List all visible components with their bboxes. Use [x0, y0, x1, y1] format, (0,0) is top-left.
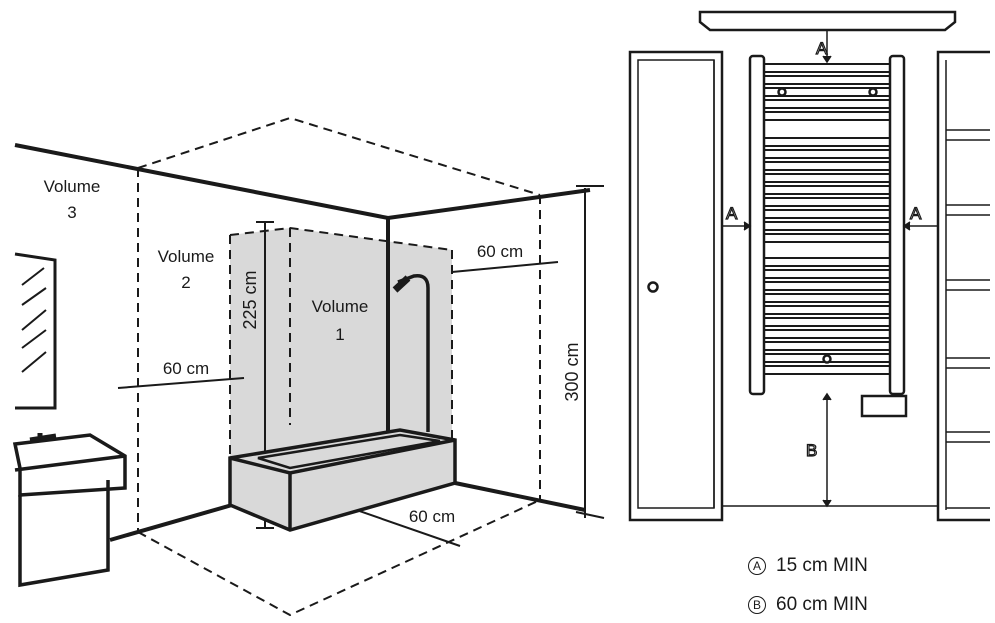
volume-1-label: Volume: [312, 297, 369, 316]
volume-3-label: Volume: [44, 177, 101, 196]
legend-letter-a-icon: A: [748, 557, 766, 575]
shower-head-icon: [392, 274, 430, 432]
legend-item-b: B 60 cm MIN: [748, 594, 868, 616]
dimension-60-left: [117, 377, 245, 389]
bathtub: [228, 428, 457, 532]
wall-line: [14, 143, 591, 221]
volume-2-number: 2: [181, 273, 190, 292]
radiator-labels: A A A B: [725, 38, 922, 460]
volume-1-number: 1: [335, 325, 344, 344]
right-cabinet: [936, 50, 990, 522]
shelf: [698, 10, 957, 32]
floor-line-right: [454, 481, 586, 512]
clearance-a-right-label: A: [910, 204, 922, 223]
volume-3-number: 3: [67, 203, 76, 222]
dimension-60-floor: [344, 505, 461, 547]
volume-dashed-bounds: [137, 116, 541, 617]
dimension-300: [575, 185, 605, 519]
volume-2-label: Volume: [158, 247, 215, 266]
bathroom-labels: Volume 3 Volume 2 Volume 1 225 cm 300 cm…: [44, 177, 582, 526]
legend-item-a: A 15 cm MIN: [748, 555, 868, 577]
clearance-b-label: B: [806, 441, 817, 460]
left-cabinet: [628, 50, 724, 522]
dimension-60-shower-label: 60 cm: [477, 242, 523, 261]
dimension-300-label: 300 cm: [562, 342, 582, 401]
floor-line-left: [109, 503, 233, 542]
legend-text-b: 60 cm MIN: [776, 594, 868, 615]
radiator-rail-left: [748, 54, 766, 396]
dimension-225-label: 225 cm: [240, 270, 260, 329]
radiator-rail-right: [888, 54, 906, 396]
clearance-a-left-label: A: [726, 204, 738, 223]
radiator-dimension-arrows: [722, 30, 938, 508]
radiator-control-box: [860, 394, 908, 418]
bathroom-scene: [12, 116, 605, 617]
legend-letter-b-icon: B: [748, 596, 766, 614]
clearance-a-top-label: A: [816, 39, 828, 58]
radiator-bars: [763, 63, 891, 375]
dimension-60-floor-label: 60 cm: [409, 507, 455, 526]
radiator-scene: [628, 10, 990, 522]
mirror: [14, 252, 57, 410]
dimension-60-shower: [451, 261, 559, 273]
legend-text-a: 15 cm MIN: [776, 555, 868, 576]
sink: [12, 433, 127, 588]
dimension-60-left-label: 60 cm: [163, 359, 209, 378]
